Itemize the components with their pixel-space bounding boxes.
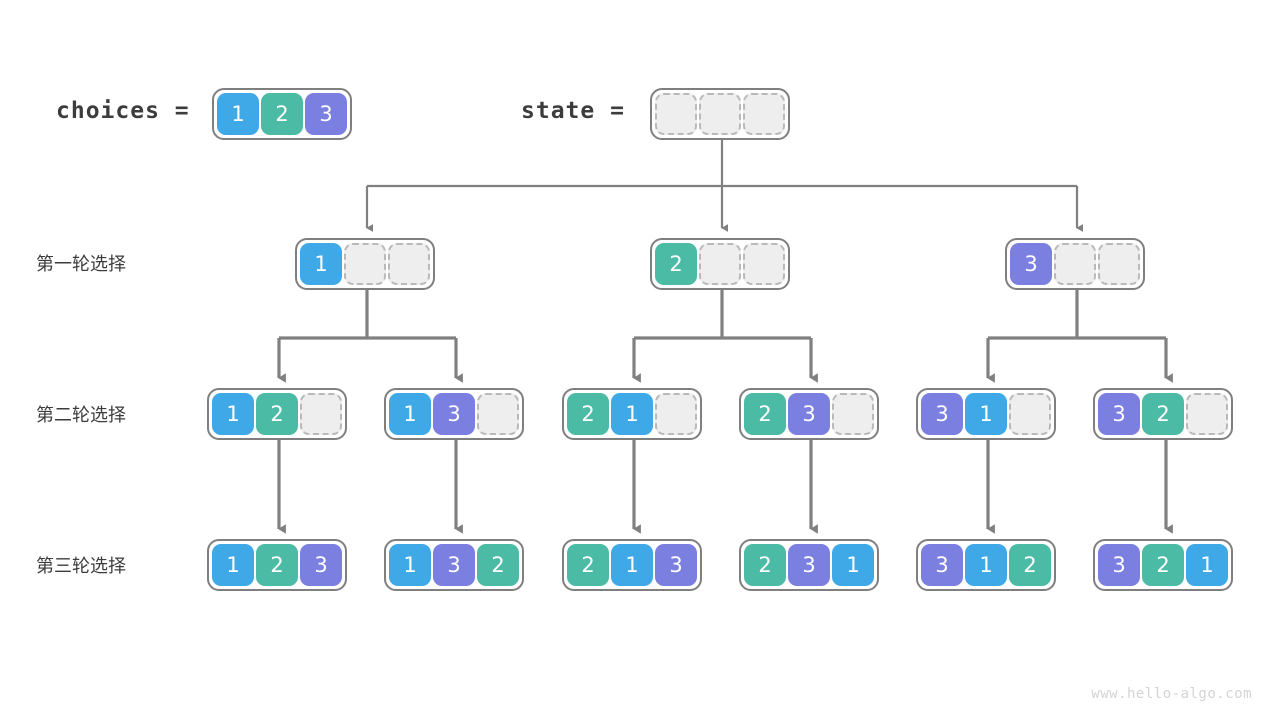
watermark: www.hello-algo.com [1091, 686, 1252, 702]
state-array [650, 88, 790, 140]
state-empty-cell [699, 93, 741, 135]
tree-node[interactable]: 2 [650, 238, 790, 290]
node-cell: 3 [300, 544, 342, 586]
node-empty-cell [1098, 243, 1140, 285]
node-cell: 2 [567, 393, 609, 435]
node-cell: 2 [256, 393, 298, 435]
node-cell: 2 [1142, 544, 1184, 586]
node-cell: 2 [567, 544, 609, 586]
node-empty-cell [300, 393, 342, 435]
edge-group-round1-to-round2 [277, 288, 1173, 383]
node-cell: 3 [921, 544, 963, 586]
node-cell: 1 [389, 393, 431, 435]
node-cell: 1 [212, 393, 254, 435]
edge-group-round2-to-round3 [277, 438, 1173, 534]
node-empty-cell [388, 243, 430, 285]
choices-cell: 2 [261, 93, 303, 135]
row-label-round2: 第二轮选择 [36, 405, 126, 425]
node-empty-cell [699, 243, 741, 285]
node-empty-cell [344, 243, 386, 285]
node-empty-cell [1009, 393, 1051, 435]
choices-cell: 3 [305, 93, 347, 135]
edge-group-root-to-round1 [365, 136, 1084, 232]
node-empty-cell [477, 393, 519, 435]
node-cell: 1 [611, 544, 653, 586]
node-cell: 2 [744, 544, 786, 586]
node-cell: 3 [788, 544, 830, 586]
node-empty-cell [743, 243, 785, 285]
node-cell: 3 [921, 393, 963, 435]
node-cell: 1 [965, 544, 1007, 586]
node-cell: 3 [433, 393, 475, 435]
node-cell: 2 [1009, 544, 1051, 586]
node-cell: 3 [655, 544, 697, 586]
node-cell: 3 [1098, 393, 1140, 435]
row-label-round1: 第一轮选择 [36, 254, 126, 274]
node-cell: 1 [832, 544, 874, 586]
state-empty-cell [655, 93, 697, 135]
choices-label: choices = [56, 98, 190, 124]
node-cell: 1 [611, 393, 653, 435]
node-empty-cell [832, 393, 874, 435]
node-cell: 3 [1098, 544, 1140, 586]
node-cell: 1 [965, 393, 1007, 435]
state-empty-cell [743, 93, 785, 135]
node-cell: 2 [655, 243, 697, 285]
state-label: state = [521, 98, 625, 124]
node-empty-cell [1054, 243, 1096, 285]
node-cell: 3 [433, 544, 475, 586]
node-cell: 2 [256, 544, 298, 586]
node-empty-cell [1186, 393, 1228, 435]
node-cell: 1 [212, 544, 254, 586]
node-cell: 3 [1010, 243, 1052, 285]
node-cell: 2 [477, 544, 519, 586]
node-empty-cell [655, 393, 697, 435]
choices-cell: 1 [217, 93, 259, 135]
node-cell: 1 [389, 544, 431, 586]
node-cell: 3 [788, 393, 830, 435]
node-cell: 2 [744, 393, 786, 435]
node-cell: 2 [1142, 393, 1184, 435]
tree-node[interactable]: 1 [295, 238, 435, 290]
node-cell: 1 [1186, 544, 1228, 586]
row-label-round3: 第三轮选择 [36, 556, 126, 576]
node-cell: 1 [300, 243, 342, 285]
tree-node[interactable]: 3 [1005, 238, 1145, 290]
